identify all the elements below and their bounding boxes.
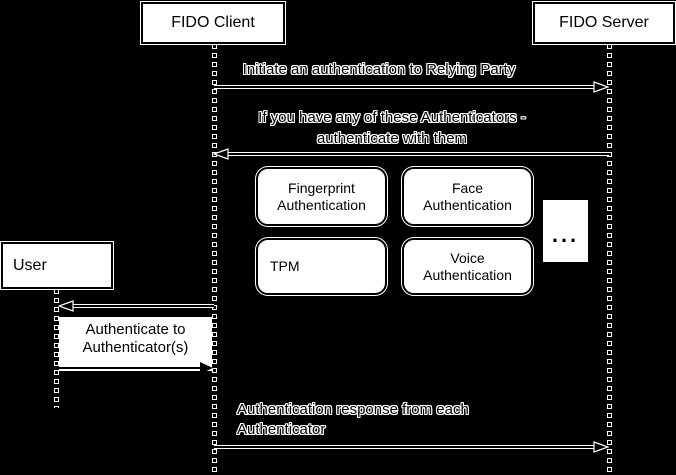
authenticator-box-face: Face Authentication xyxy=(402,167,533,226)
message-text-offer: If you have any of these Authenticators … xyxy=(258,109,526,147)
ellipsis-label: ... xyxy=(551,222,580,247)
message-label-response: Authentication response from each Authen… xyxy=(237,400,537,440)
message-line-response xyxy=(214,445,595,449)
message-line-to-user xyxy=(72,304,214,308)
arrowhead-left-open-icon xyxy=(58,300,74,312)
message-label-offer: If you have any of these Authenticators … xyxy=(222,107,562,149)
authenticator-label-voice: Voice Authentication xyxy=(423,249,512,283)
arrowhead-left-open-icon xyxy=(213,148,229,160)
message-text-authenticate: Authenticate to Authenticator(s) xyxy=(82,321,189,356)
message-text-response: Authentication response from each Authen… xyxy=(237,401,469,438)
authenticator-label-face: Face Authentication xyxy=(423,179,512,213)
authenticator-box-fingerprint: Fingerprint Authentication xyxy=(256,167,387,226)
actor-label-user: User xyxy=(13,256,47,274)
authenticator-more-box: ... xyxy=(543,200,588,262)
message-text-initiate: Initiate an authentication to Relying Pa… xyxy=(242,61,516,78)
arrowhead-right-open-icon xyxy=(593,81,609,93)
authenticator-label-tpm: TPM xyxy=(270,258,300,274)
message-line-initiate xyxy=(214,85,595,89)
actor-box-fido-server: FIDO Server xyxy=(533,2,675,44)
authenticator-box-voice: Voice Authentication xyxy=(402,238,533,295)
lifeline-fido-server xyxy=(607,44,612,475)
message-label-initiate: Initiate an authentication to Relying Pa… xyxy=(214,60,544,80)
message-line-authenticate xyxy=(57,367,202,369)
message-label-authenticate: Authenticate to Authenticator(s) xyxy=(59,317,212,371)
authenticator-box-tpm: TPM xyxy=(256,238,387,295)
arrowhead-right-open-icon xyxy=(593,441,609,453)
lifeline-user xyxy=(54,289,59,408)
lifeline-fido-client xyxy=(212,44,217,475)
message-line-offer xyxy=(227,152,609,156)
authenticator-label-fingerprint: Fingerprint Authentication xyxy=(277,179,366,213)
actor-box-user: User xyxy=(1,242,113,289)
actor-label-fido-server: FIDO Server xyxy=(559,14,649,31)
actor-label-fido-client: FIDO Client xyxy=(171,14,255,31)
actor-box-fido-client: FIDO Client xyxy=(141,2,285,44)
arrowhead-right-solid-icon xyxy=(200,362,213,374)
